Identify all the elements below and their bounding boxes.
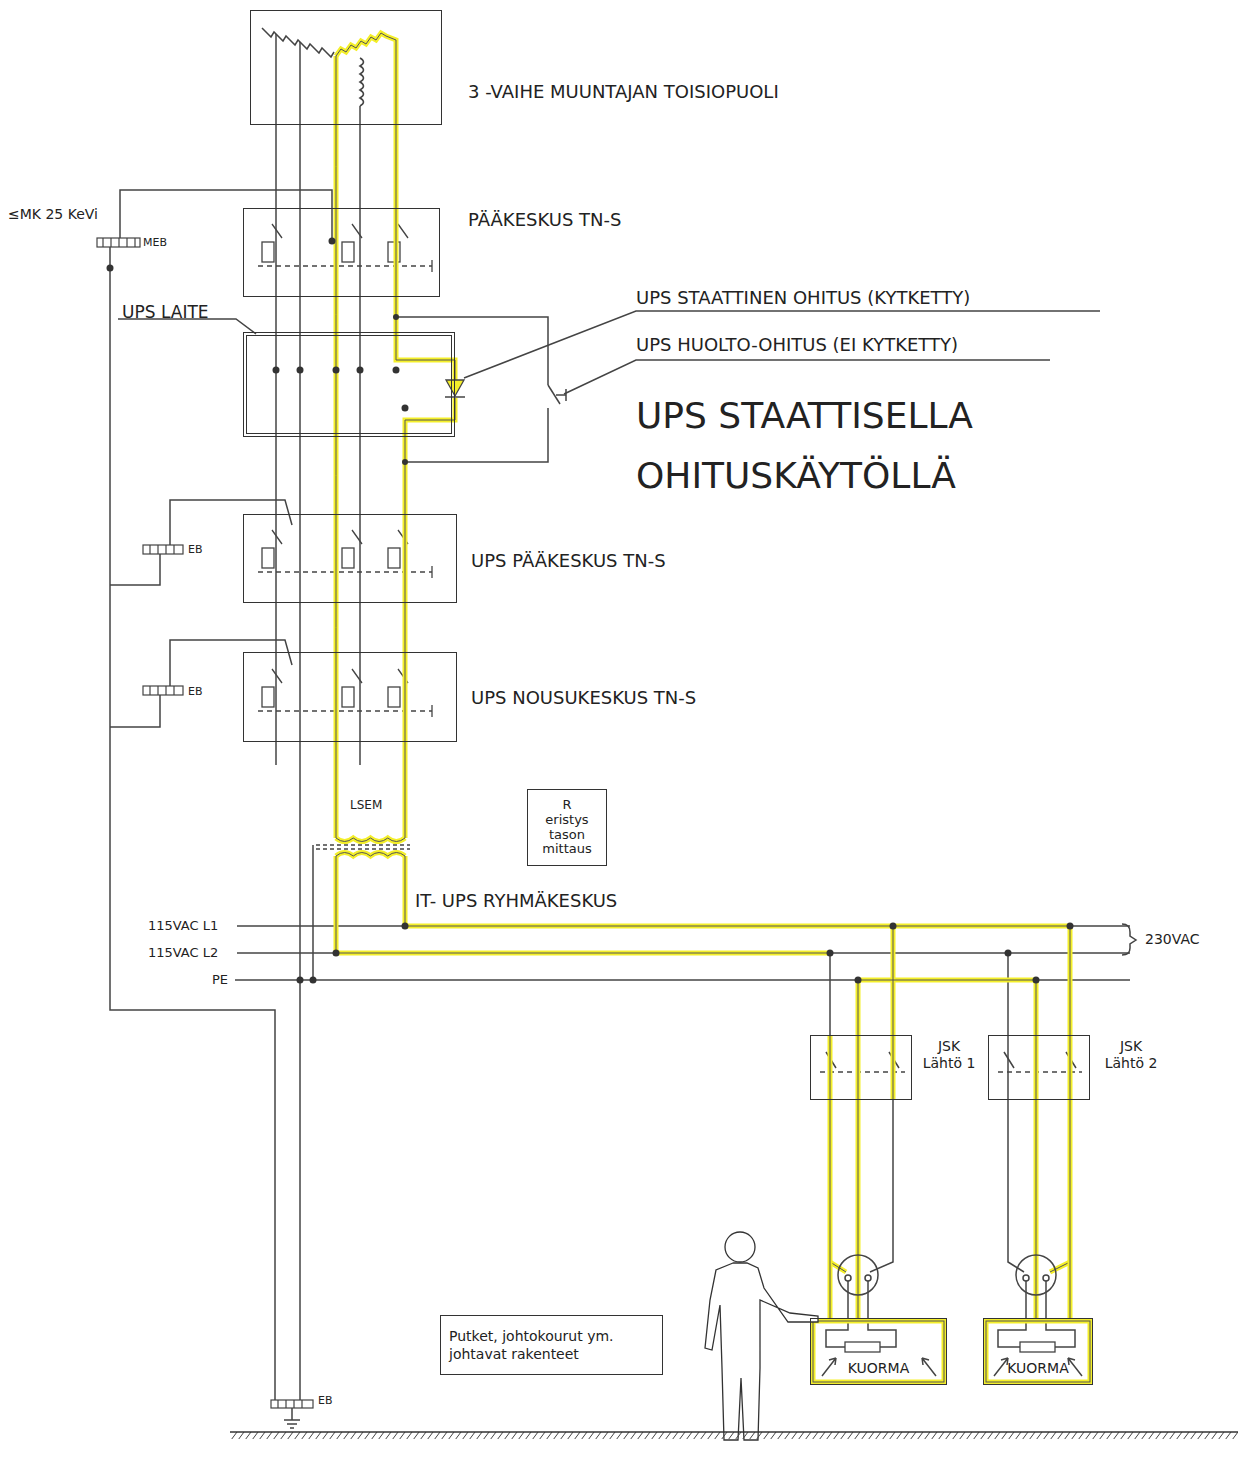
node-title: UPS PÄÄKESKUS TN-S <box>471 550 666 572</box>
ups-device: UPS LAITE <box>243 332 455 437</box>
ups-riser-switchboard: UPS NOUSUKESKUS TN-S <box>243 652 457 742</box>
node-title: UPS NOUSUKESKUS TN-S <box>471 687 696 709</box>
load-box: KUORMA <box>810 1318 947 1385</box>
breaker-box: JSK Lähtö 2 <box>988 1035 1090 1100</box>
wire-connector <box>336 437 337 514</box>
callout-label: UPS STAATTINEN OHITUS (KYTKETTY) <box>636 287 970 309</box>
node-title: JSK Lähtö 1 <box>917 1038 981 1072</box>
busbars <box>97 238 313 1408</box>
heading-text: UPS STAATTISELLA OHITUSKÄYTÖLLÄ <box>636 386 1116 506</box>
busbar-label: EB <box>188 543 203 556</box>
load-box: KUORMA <box>983 1318 1093 1385</box>
panel-label: IT- UPS RYHMÄKESKUS <box>415 890 617 912</box>
node-title: KUORMA <box>1007 1360 1068 1377</box>
sockets <box>838 1255 1056 1295</box>
transformer-box: 3 -VAIHE MUUNTAJAN TOISIOPUOLI <box>250 10 442 125</box>
transformer-label: LSEM <box>350 798 382 812</box>
node-title: KUORMA <box>848 1360 909 1377</box>
junction-dots <box>107 238 1074 984</box>
bus-label: 115VAC L2 <box>148 945 218 961</box>
voltage-label: 230VAC <box>1145 931 1200 948</box>
wire-connector <box>336 603 337 652</box>
note-box: Putket, johtokourut ym. johtavat rakente… <box>440 1315 663 1375</box>
breaker-symbols <box>258 224 1055 1352</box>
node-title: JSK Lähtö 2 <box>1099 1038 1163 1072</box>
node-title: Putket, johtokourut ym. johtavat rakente… <box>449 1327 654 1363</box>
person-figure <box>705 1232 818 1440</box>
main-switchboard: PÄÄKESKUS TN-S <box>243 208 440 297</box>
busbar-label: EB <box>188 685 203 698</box>
bus-label: PE <box>212 972 228 988</box>
static-bypass-diode <box>445 380 465 397</box>
node-title: PÄÄKESKUS TN-S <box>468 209 621 231</box>
node-title: 3 -VAIHE MUUNTAJAN TOISIOPUOLI <box>468 81 779 103</box>
node-title: UPS LAITE <box>122 302 209 322</box>
ground-line <box>230 1432 1238 1439</box>
wire-connector <box>336 297 337 332</box>
grey-wires <box>110 28 1136 1428</box>
ups-main-switchboard: UPS PÄÄKESKUS TN-S <box>243 514 457 603</box>
busbar-label: EB <box>318 1394 333 1407</box>
rating-label: ≤MK 25 KeVi <box>8 206 98 223</box>
wire-connector <box>336 125 337 208</box>
bus-label: 115VAC L1 <box>148 918 218 934</box>
wire-connector <box>1070 1100 1071 1318</box>
breaker-box: JSK Lähtö 1 <box>810 1035 912 1100</box>
busbar-label: MEB <box>143 236 167 249</box>
highlighted-fault-path <box>336 33 1090 1382</box>
node-title: R eristys tason mittaus <box>542 798 591 858</box>
callout-label: UPS HUOLTO-OHITUS (EI KYTKETTY) <box>636 334 958 356</box>
insulation-monitor-box: R eristys tason mittaus <box>527 789 607 866</box>
wire-connector <box>830 1100 831 1318</box>
